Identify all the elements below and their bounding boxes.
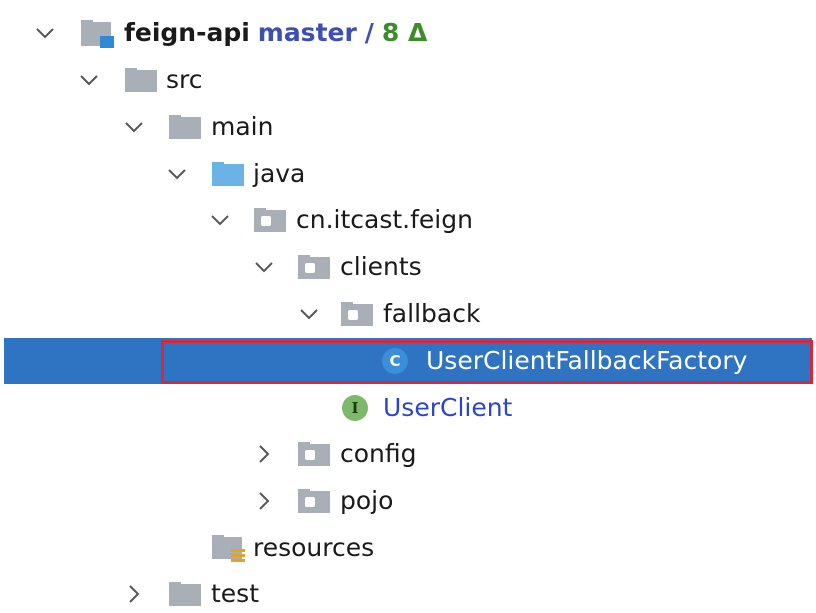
package-label: pojo [340,486,394,515]
vcs-changes: 8 Δ [381,18,428,47]
chevron-down-icon[interactable] [32,20,58,46]
tree-row-clients[interactable]: clients [0,244,816,290]
class-icon: C [382,348,408,374]
class-file-label: UserClientFallbackFactory [426,346,748,375]
tree-row-test[interactable]: test [0,571,816,613]
tree-row-interface[interactable]: I UserClient [0,385,816,431]
folder-label: main [211,112,274,141]
resources-folder-icon [211,533,247,563]
chevron-down-icon[interactable] [251,254,277,280]
tree-row-config[interactable]: config [0,431,816,477]
folder-label: java [253,159,306,188]
package-icon [297,487,331,515]
tree-row-src[interactable]: src [0,57,816,103]
package-label: clients [340,252,422,281]
interface-file-label: UserClient [383,393,513,422]
interface-icon: I [342,395,368,421]
chevron-down-icon[interactable] [121,114,147,140]
folder-icon [168,580,202,608]
package-icon [253,206,287,234]
tree-row-package[interactable]: cn.itcast.feign [0,197,816,243]
class-badge: C [382,348,408,374]
chevron-right-icon[interactable] [251,488,277,514]
tree-row-selected-class[interactable]: C UserClientFallbackFactory [4,338,813,384]
folder-icon [124,66,158,94]
folder-label: resources [253,533,375,562]
folder-icon [168,113,202,141]
package-label: fallback [383,299,481,328]
chevron-right-icon[interactable] [251,441,277,467]
tree-row-resources[interactable]: resources [0,525,816,571]
module-name: feign-api [124,18,250,47]
package-icon [340,300,374,328]
interface-badge: I [342,395,368,421]
package-label: config [340,439,417,468]
highlight-box [161,340,813,384]
package-icon [297,253,331,281]
tree-row-module[interactable]: feign-api master / 8 Δ [0,10,816,56]
chevron-down-icon[interactable] [164,161,190,187]
package-icon [297,440,331,468]
chevron-down-icon[interactable] [296,301,322,327]
package-label: cn.itcast.feign [296,205,473,234]
chevron-right-icon[interactable] [121,581,147,607]
chevron-down-icon[interactable] [76,67,102,93]
tree-row-pojo[interactable]: pojo [0,478,816,524]
chevron-down-icon[interactable] [207,207,233,233]
module-folder-icon [80,17,116,49]
vcs-separator: / [364,18,374,47]
folder-label: test [211,579,260,608]
tree-row-java[interactable]: java [0,151,816,197]
tree-row-main[interactable]: main [0,104,816,150]
vcs-branch: master [257,18,357,47]
source-folder-icon [211,160,245,188]
folder-label: src [166,65,203,94]
tree-row-fallback[interactable]: fallback [0,291,816,337]
